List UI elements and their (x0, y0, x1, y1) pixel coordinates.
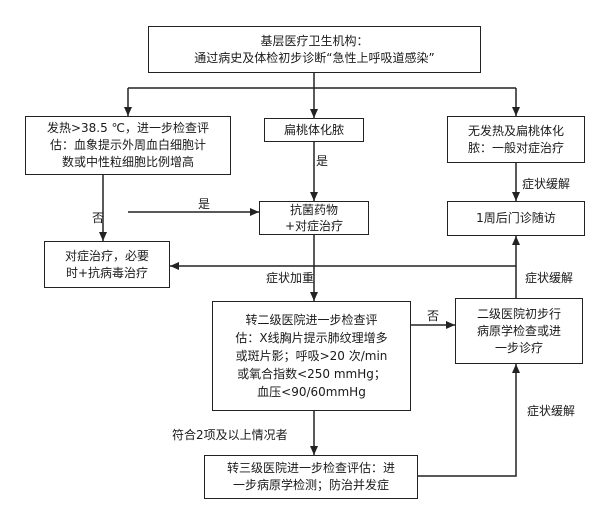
node-purulent-line: 扁桃体化脓 (283, 122, 344, 137)
node-no-fever: 无发热及扁桃体化脓：一般对症治疗 (447, 116, 585, 163)
node-symptomatic: 对症治疗，必要时+抗病毒治疗 (44, 241, 170, 288)
label-worsen: 症状加重 (266, 271, 315, 285)
node-start: 基层医疗卫生机构： 通过病史及体检初步诊断“急性上呼吸道感染” (148, 26, 481, 73)
node-secondary-line: 估：X线胸片提示肺纹理增多 (235, 331, 388, 345)
node-secondary-line: 或斑片影；呼吸>20 次/min (235, 349, 388, 363)
label-relief-nofever: 症状缓解 (522, 177, 571, 191)
node-tertiary-line: 一步病原学检测；防治并发症 (232, 478, 389, 492)
node-fever-line: 估：血象提示外周血白细胞计 (49, 138, 206, 152)
node-initial-line: 一步诊疗 (494, 340, 543, 355)
node-start-line: 通过病史及体检初步诊断“急性上呼吸道感染” (194, 50, 435, 65)
label-no-fever: 否 (92, 211, 105, 225)
node-secondary-line: 血压<90/60mmHg (257, 385, 366, 399)
node-secondary-initial: 二级医院初步行病原学检查或进一步诊疗 (455, 298, 583, 364)
node-antibiotic: 抗菌药物 +对症治疗 (259, 201, 369, 235)
label-relief-symptomatic: 症状缓解 (525, 271, 574, 285)
node-followup-line: 1周后门诊随访 (476, 211, 556, 225)
node-secondary-line: 转二级医院进一步检查评 (245, 313, 378, 327)
node-antibiotic-line: +对症治疗 (284, 219, 344, 233)
edge-tertiary-initial (418, 364, 520, 477)
node-start-line: 基层医疗卫生机构： (260, 33, 369, 48)
label-yes-fever: 是 (198, 197, 211, 211)
label-two-or-more: 符合2项及以上情况者 (172, 428, 288, 442)
node-purulent-tonsils: 扁桃体化脓 (264, 118, 364, 142)
label-yes-purulent: 是 (316, 154, 329, 168)
node-tertiary: 转三级医院进一步检查评估：进一步病原学检测；防治并发症 (204, 455, 418, 499)
node-symptomatic-line: 时+抗病毒治疗 (65, 265, 149, 280)
label-no-secondary: 否 (427, 309, 440, 323)
node-nofever-line: 脓：一般对症治疗 (467, 140, 564, 155)
node-tertiary-line: 转三级医院进一步检查评估：进 (226, 461, 395, 475)
node-fever-line: 发热>38.5 ℃，进一步检查评 (46, 121, 210, 135)
node-followup: 1周后门诊随访 (447, 201, 585, 236)
node-initial-line: 病原学检查或进 (476, 323, 561, 338)
node-fever-evaluation: 发热>38.5 ℃，进一步检查评估：血象提示外周血白细胞计数或中性粒细胞比例增高 (25, 116, 231, 175)
node-nofever-line: 无发热及扁桃体化 (467, 123, 564, 138)
node-initial-line: 二级医院初步行 (476, 306, 561, 321)
node-secondary-evaluation: 转二级医院进一步检查评估：X线胸片提示肺纹理增多或斑片影；呼吸>20 次/min… (212, 301, 411, 411)
node-secondary-line: 或氧合指数<250 mmHg； (237, 367, 386, 381)
node-fever-line: 数或中性粒细胞比例增高 (61, 155, 194, 169)
node-symptomatic-line: 对症治疗，必要 (64, 248, 149, 263)
node-antibiotic-line: 抗菌药物 (289, 203, 338, 217)
label-relief-tertiary: 症状缓解 (527, 404, 576, 418)
